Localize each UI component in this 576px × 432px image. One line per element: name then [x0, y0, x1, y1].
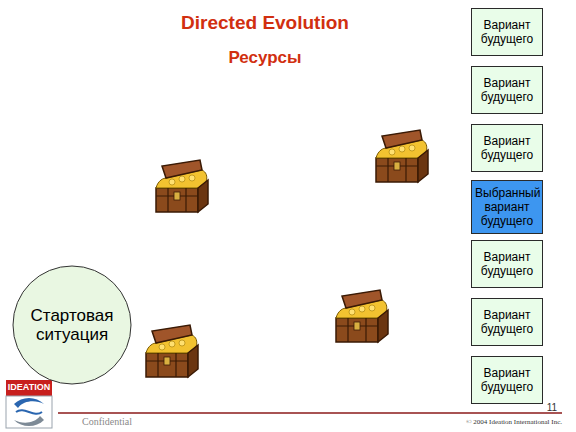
- box-label: Вариант будущего: [475, 366, 539, 394]
- treasure-chest: [336, 290, 388, 342]
- confidential-note: Confidential: [82, 416, 132, 427]
- box-label: Выбранный вариант будущего: [475, 186, 539, 228]
- footer-rule: [58, 412, 562, 414]
- box-label: Вариант будущего: [475, 250, 539, 278]
- copyright-note: © 2004 Ideation International Inc.: [466, 418, 562, 426]
- chosen-future-box: Выбранный вариант будущего: [471, 180, 543, 234]
- treasure-chest: [376, 130, 428, 182]
- logo-mark: [6, 380, 52, 428]
- page-number: 11: [547, 402, 557, 413]
- future-box: Вариант будущего: [471, 124, 543, 172]
- treasure-chest: [146, 325, 198, 377]
- box-label: Вариант будущего: [475, 134, 539, 162]
- future-box: Вариант будущего: [471, 66, 543, 114]
- slide-title: Directed Evolution: [181, 12, 349, 34]
- future-box: Вариант будущего: [471, 298, 543, 346]
- circle-shape: [13, 266, 131, 384]
- circle-label: Стартовая ситуация: [22, 306, 122, 344]
- future-box: Вариант будущего: [471, 8, 543, 56]
- future-box: Вариант будущего: [471, 240, 543, 288]
- subtitle: Ресурсы: [228, 48, 301, 68]
- start-circle: Стартовая ситуация: [12, 265, 132, 385]
- treasure-chest: [156, 160, 208, 212]
- future-box: Вариант будущего: [471, 356, 543, 404]
- box-label: Вариант будущего: [475, 76, 539, 104]
- box-label: Вариант будущего: [475, 308, 539, 336]
- box-label: Вариант будущего: [475, 18, 539, 46]
- logo-text: IDEATION: [8, 382, 50, 392]
